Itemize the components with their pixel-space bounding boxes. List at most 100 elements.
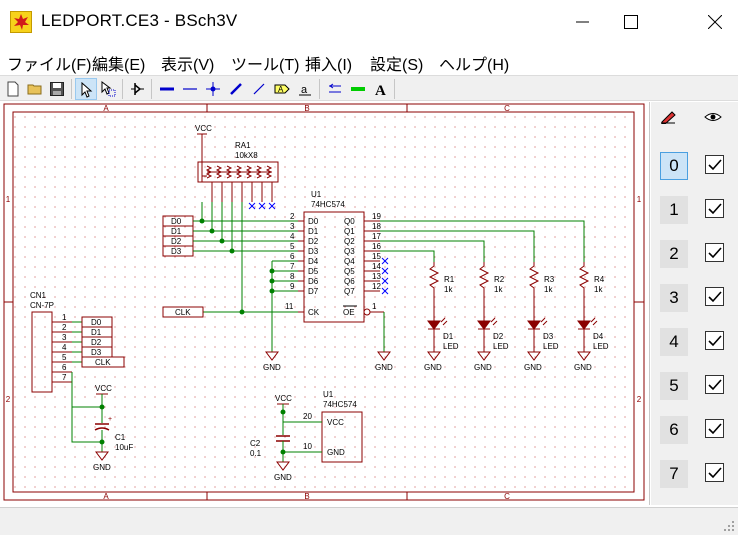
part-tool-button[interactable] xyxy=(126,78,148,100)
layer-2-visible-checkbox[interactable] xyxy=(705,243,724,262)
svg-text:A: A xyxy=(278,85,284,94)
menu-settings[interactable]: 設定(S) xyxy=(370,57,424,74)
svg-text:+: + xyxy=(108,416,112,423)
resistor-r4[interactable]: R4 1k xyxy=(578,262,605,317)
menu-file[interactable]: ファイル(F) xyxy=(7,57,92,74)
layer-1-visible-checkbox[interactable] xyxy=(705,199,724,218)
junction-tool-button[interactable] xyxy=(202,78,224,100)
menu-help[interactable]: ヘルプ(H) xyxy=(439,57,510,74)
resistor-r1[interactable]: R1 1k xyxy=(428,262,455,317)
part-icon xyxy=(131,83,144,95)
eye-icon xyxy=(704,110,722,129)
close-icon xyxy=(708,15,722,29)
save-button[interactable] xyxy=(46,78,68,100)
data-input-tags[interactable]: D0 D1 D2 D3 xyxy=(162,215,194,257)
svg-text:D1: D1 xyxy=(308,227,319,236)
ic-u1-74hc574[interactable]: U1 74HC574 2 3 4 5 6 xyxy=(285,190,389,323)
menu-view[interactable]: 表示(V) xyxy=(161,57,215,74)
layer-7-visible-checkbox[interactable] xyxy=(705,463,724,482)
svg-text:D3: D3 xyxy=(91,348,102,357)
checkmark-icon xyxy=(708,467,722,479)
app-leaf-icon[interactable] xyxy=(10,11,32,33)
menu-bar: ファイル(F) 編集(E) 表示(V) ツール(T) 挿入(I) 設定(S) ヘ… xyxy=(0,47,738,75)
select-arrow-icon xyxy=(81,82,93,98)
svg-text:3: 3 xyxy=(62,333,67,342)
layer-5-visible-checkbox[interactable] xyxy=(705,375,724,394)
svg-text:D0: D0 xyxy=(91,318,102,327)
window-title: LEDPORT.CE3 - BSch3V xyxy=(41,11,238,30)
layer-4-button[interactable]: 4 xyxy=(660,328,688,356)
layer-7-button[interactable]: 7 xyxy=(660,460,688,488)
drag-select-button[interactable] xyxy=(97,78,119,100)
svg-text:D2: D2 xyxy=(308,237,319,246)
resize-grip-icon[interactable] xyxy=(723,520,735,532)
ra1-ref: RA1 xyxy=(235,141,251,150)
checkmark-icon xyxy=(708,159,722,171)
tag-tool-button[interactable]: A xyxy=(271,78,293,100)
output-wires xyxy=(380,220,585,262)
bus-tool-button[interactable] xyxy=(156,78,178,100)
svg-text:13: 13 xyxy=(372,272,381,281)
minimize-button[interactable] xyxy=(560,0,606,45)
new-file-button[interactable] xyxy=(2,78,24,100)
svg-text:12: 12 xyxy=(372,282,381,291)
schematic-svg[interactable]: A B C A B C 1 1 2 2 RA1 10kX8 VCC xyxy=(0,102,650,505)
clk-tag[interactable]: CLK xyxy=(162,306,204,318)
svg-text:1: 1 xyxy=(62,313,67,322)
marker-tool-button[interactable] xyxy=(347,78,369,100)
capacitor-c1[interactable]: VCC + C1 10uF GND xyxy=(93,384,133,472)
menu-insert[interactable]: 挿入(I) xyxy=(305,57,353,74)
led-d2[interactable]: D2 LED GND xyxy=(474,317,509,372)
text-tool-button[interactable]: A xyxy=(370,78,392,100)
svg-text:5: 5 xyxy=(290,242,295,251)
entry-tool-button[interactable] xyxy=(324,78,346,100)
layer-4-visible-checkbox[interactable] xyxy=(705,331,724,350)
layer-0-button[interactable]: 0 xyxy=(660,152,688,180)
layer-6-button[interactable]: 6 xyxy=(660,416,688,444)
checkmark-icon xyxy=(708,203,722,215)
resistor-r2[interactable]: R2 1k xyxy=(478,262,505,317)
menu-edit[interactable]: 編集(E) xyxy=(92,57,146,74)
tag-d1: D1 xyxy=(171,227,182,236)
layer-0-visible-checkbox[interactable] xyxy=(705,155,724,174)
svg-text:U1: U1 xyxy=(323,390,334,399)
svg-text:4: 4 xyxy=(62,343,67,352)
ic-u1-power-block[interactable]: U1 74HC574 20 10 VCC GND xyxy=(282,390,363,463)
layer-2-button[interactable]: 2 xyxy=(660,240,688,268)
save-icon xyxy=(50,82,64,96)
maximize-button[interactable] xyxy=(608,0,654,45)
layer-6-visible-checkbox[interactable] xyxy=(705,419,724,438)
layer-1-button[interactable]: 1 xyxy=(660,196,688,224)
resistor-array-ra1[interactable]: RA1 10kX8 VCC xyxy=(195,124,279,210)
svg-text:Q4: Q4 xyxy=(344,257,355,266)
frame-col-label: A xyxy=(103,104,109,113)
select-tool-button[interactable] xyxy=(75,78,97,100)
wire-entry-tool-button[interactable] xyxy=(248,78,270,100)
bus-entry-tool-button[interactable] xyxy=(225,78,247,100)
led-d1[interactable]: D1 LED GND xyxy=(424,317,459,372)
svg-text:D6: D6 xyxy=(308,277,319,286)
svg-text:D3: D3 xyxy=(543,332,554,341)
svg-text:10uF: 10uF xyxy=(115,443,133,452)
menu-tools[interactable]: ツール(T) xyxy=(231,57,300,74)
svg-text:Q7: Q7 xyxy=(344,287,355,296)
frame-col-label: C xyxy=(504,492,510,501)
led-d3[interactable]: D3 LED GND xyxy=(524,317,559,372)
tag-d2: D2 xyxy=(171,237,182,246)
led-d4[interactable]: D4 LED GND xyxy=(574,317,609,372)
entry-icon xyxy=(329,83,341,93)
label-tool-button[interactable]: a xyxy=(294,78,316,100)
schematic-canvas[interactable]: A B C A B C 1 1 2 2 RA1 10kX8 VCC xyxy=(0,102,650,505)
close-button[interactable] xyxy=(692,0,738,45)
open-file-button[interactable] xyxy=(24,78,46,100)
layer-5-button[interactable]: 5 xyxy=(660,372,688,400)
layer-3-button[interactable]: 3 xyxy=(660,284,688,312)
svg-text:R4: R4 xyxy=(594,275,605,284)
resistor-r3[interactable]: R3 1k xyxy=(528,262,555,317)
svg-text:18: 18 xyxy=(372,222,381,231)
tag-d3: D3 xyxy=(171,247,182,256)
wire-tool-button[interactable] xyxy=(179,78,201,100)
title-bar[interactable]: LEDPORT.CE3 - BSch3V xyxy=(0,0,738,45)
layer-3-visible-checkbox[interactable] xyxy=(705,287,724,306)
connector-cn1[interactable]: CN1 CN-7P 1 2 3 4 5 6 7 xyxy=(30,291,125,445)
